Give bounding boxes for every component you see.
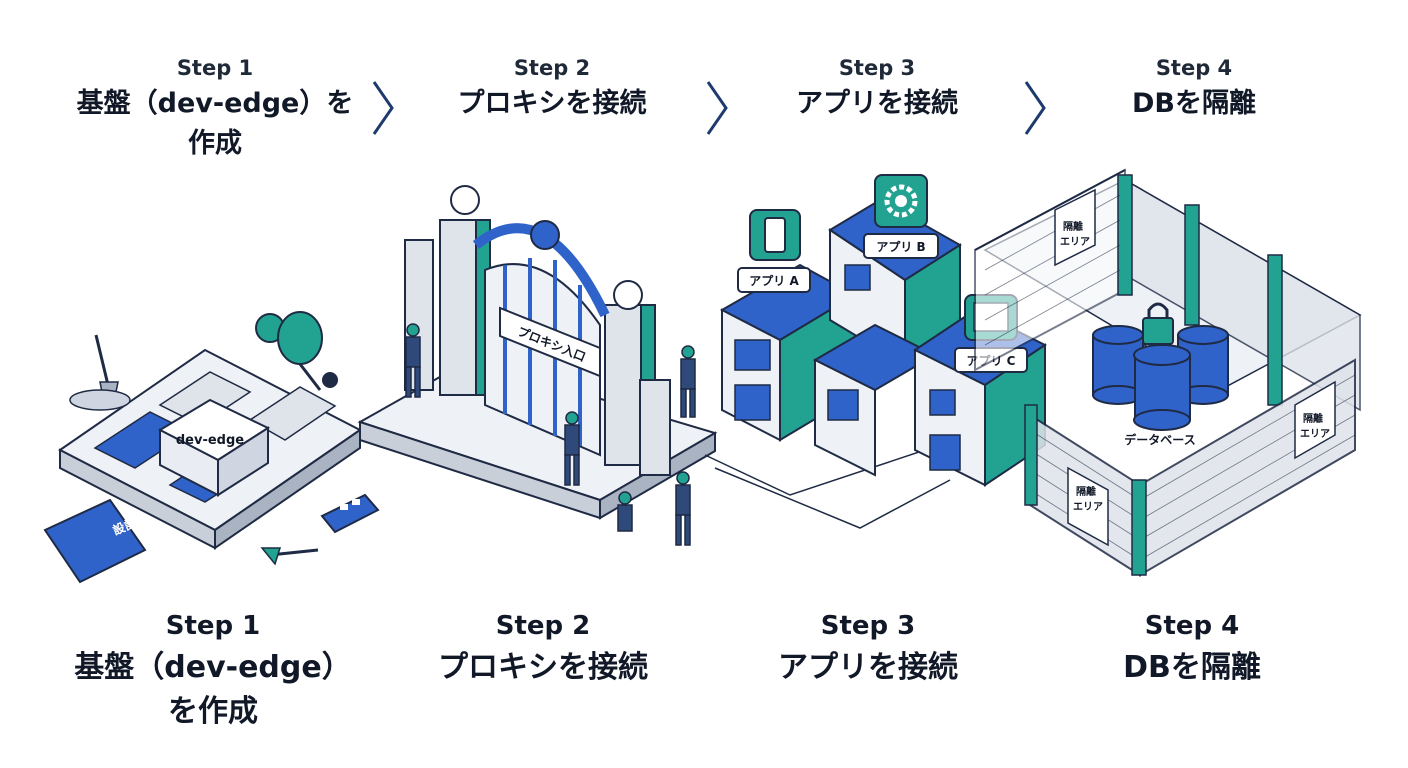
app-b-label: アプリ B bbox=[876, 239, 925, 254]
app-a-label: アプリ A bbox=[749, 273, 799, 288]
database-enclosure-group: データベース 隔離 エリア 隔離 エリア 隔離 エリア bbox=[974, 168, 1362, 577]
foundation-label: dev-edge bbox=[176, 433, 244, 448]
step-3-footer-title-line1: アプリを接続 bbox=[778, 650, 958, 685]
chevron-right-icon bbox=[706, 81, 728, 135]
step-3-header: Step 3 アプリを接続 bbox=[727, 52, 1027, 124]
step-3-title-line1: アプリを接続 bbox=[796, 88, 958, 119]
foundation-group: dev-edge 設計図 bbox=[43, 311, 380, 584]
step-2-footer: Step 2 プロキシを接続 bbox=[373, 606, 713, 690]
step-1-footer-label: Step 1 bbox=[165, 611, 261, 641]
isolation-sign-back-line2: エリア bbox=[1060, 236, 1090, 248]
isolation-sign-right-line1: 隔離 bbox=[1303, 412, 1323, 425]
step-2-label: Step 2 bbox=[513, 56, 591, 80]
step-4-title-line1: DBを隔離 bbox=[1132, 88, 1256, 119]
lock-icon bbox=[1142, 317, 1174, 345]
apps-group: アプリ A アプリ B アプリ C bbox=[704, 174, 1047, 529]
step-4-footer: Step 4 DBを隔離 bbox=[1022, 606, 1362, 690]
step-1-label: Step 1 bbox=[176, 56, 254, 80]
step-4-footer-label: Step 4 bbox=[1144, 611, 1240, 641]
step-4-footer-title-line1: DBを隔離 bbox=[1123, 650, 1261, 685]
step-3-footer-label: Step 3 bbox=[820, 611, 916, 641]
step-1-header: Step 1 基盤（dev-edge）を 作成 bbox=[65, 52, 365, 164]
step-2-header: Step 2 プロキシを接続 bbox=[402, 52, 702, 124]
step-1-footer-title-line1: 基盤（dev-edge） bbox=[74, 650, 352, 685]
step-2-title-line1: プロキシを接続 bbox=[457, 88, 647, 119]
step-1-footer-title-line2: を作成 bbox=[168, 694, 258, 729]
step-1-title-line1: 基盤（dev-edge）を bbox=[76, 88, 354, 119]
isolation-sign-right-line2: エリア bbox=[1300, 428, 1330, 440]
chevron-right-icon bbox=[1024, 81, 1046, 135]
database-icon bbox=[1092, 325, 1229, 431]
chevron-right-icon bbox=[372, 81, 394, 135]
step-1-footer: Step 1 基盤（dev-edge） を作成 bbox=[43, 606, 383, 734]
step-2-footer-label: Step 2 bbox=[495, 611, 591, 641]
isolation-sign-left-line2: エリア bbox=[1073, 501, 1103, 513]
step-3-label: Step 3 bbox=[838, 56, 916, 80]
step-4-label: Step 4 bbox=[1155, 56, 1233, 80]
step-4-header: Step 4 DBを隔離 bbox=[1044, 52, 1344, 124]
database-label: データベース bbox=[1124, 432, 1195, 447]
isolation-sign-left-line1: 隔離 bbox=[1076, 485, 1096, 498]
isolation-sign-back-line1: 隔離 bbox=[1063, 220, 1083, 233]
isometric-illustration: dev-edge 設計図 bbox=[43, 168, 1362, 584]
step-3-footer: Step 3 アプリを接続 bbox=[698, 606, 1038, 690]
step-2-footer-title-line1: プロキシを接続 bbox=[438, 650, 648, 685]
step-1-title-line2: 作成 bbox=[188, 128, 242, 159]
proxy-gate-group: プロキシ入口 bbox=[357, 185, 718, 546]
